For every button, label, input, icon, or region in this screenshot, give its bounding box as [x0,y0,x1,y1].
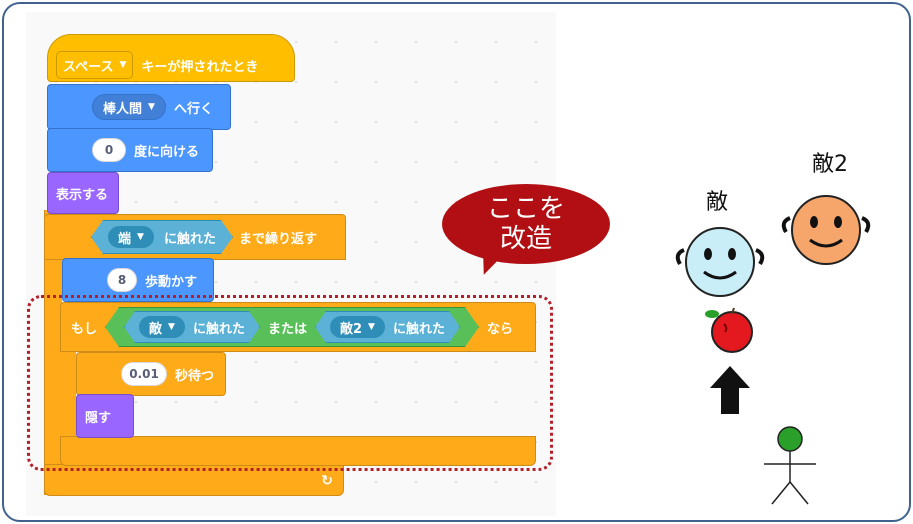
callout-bubble: ここを 改造 [442,184,610,264]
then-label: なら [486,321,513,337]
sensor-dropdown[interactable]: 端 ▼ [108,226,154,248]
key-value: スペース [63,59,114,75]
goto-block[interactable]: 棒人間 ▼ へ行く [47,84,231,130]
arrow-up-icon [710,366,750,414]
enemy2-sprite [781,195,871,265]
steps-input[interactable]: 8 [107,268,137,292]
touching-enemy2-sensor[interactable]: 敵2 ▼ に触れた [315,311,460,343]
enemy1-label: 敵 [706,190,729,215]
apple-icon [705,307,753,353]
stick-figure [764,426,816,505]
enemy1-sprite [675,227,765,297]
repeat-label: まで繰り返す [238,231,317,247]
enemy-target: 敵 [149,321,163,337]
if-arm [60,324,76,444]
callout-line1: ここを [486,194,565,224]
touching-enemy-sensor[interactable]: 敵 ▼ に触れた [124,311,260,343]
sensor-target: 端 [118,231,132,247]
enemy-dropdown[interactable]: 敵 ▼ [139,316,185,338]
enemy2-dropdown[interactable]: 敵2 ▼ [330,316,385,338]
direction-input[interactable]: 0 [92,138,126,162]
if-block[interactable]: もし 敵 ▼ に触れた または 敵2 ▼ に触れた なら [60,302,536,352]
goto-target: 棒人間 [103,101,143,117]
hide-block[interactable]: 隠す [76,394,134,438]
point-direction-block[interactable]: 0 度に向ける [47,128,213,172]
repeat-until-block[interactable]: 端 ▼ に触れた まで繰り返す [44,214,346,260]
move-steps-block[interactable]: 8 歩動かす [62,258,214,302]
sensor-label: に触れた [163,231,216,247]
show-label: 表示する [56,187,109,203]
callout-line2: 改造 [499,224,552,254]
move-label: 歩動かす [145,274,198,290]
point-label: 度に向ける [134,144,200,160]
key-dropdown[interactable]: スペース ▼ [56,51,134,79]
goto-target-dropdown[interactable]: 棒人間 ▼ [92,94,166,120]
wait-block[interactable]: 0.01 秒待つ [76,352,226,396]
when-key-pressed-block[interactable]: スペース ▼ キーが押されたとき [47,34,295,82]
touching-edge-sensor[interactable]: 端 ▼ に触れた [91,220,233,254]
enemy-touch-label: に触れた [192,321,245,337]
highlight-region [27,295,553,471]
or-operator[interactable]: 敵 ▼ に触れた または 敵2 ▼ に触れた [105,307,479,347]
hide-label: 隠す [85,410,112,426]
dropdown-arrow-icon: ▼ [137,232,144,242]
dropdown-arrow-icon: ▼ [148,102,155,112]
if-bottom[interactable] [60,436,536,466]
wait-label: 秒待つ [175,368,215,384]
show-block[interactable]: 表示する [47,172,119,214]
event-label: キーが押されたとき [141,59,259,75]
enemy2-target: 敵2 [339,321,363,337]
goto-label: へ行く [173,101,213,117]
wait-input[interactable]: 0.01 [121,362,167,386]
enemy2-label: 敵2 [812,152,848,177]
loop-arrow-icon: ↻ [321,473,333,489]
dropdown-arrow-icon: ▼ [119,60,127,70]
enemy2-touch-label: に触れた [392,321,445,337]
or-label: または [267,321,307,337]
if-label: もし [71,321,98,337]
dropdown-arrow-icon: ▼ [368,322,375,332]
dropdown-arrow-icon: ▼ [168,322,175,332]
repeat-until-arm [44,210,62,495]
